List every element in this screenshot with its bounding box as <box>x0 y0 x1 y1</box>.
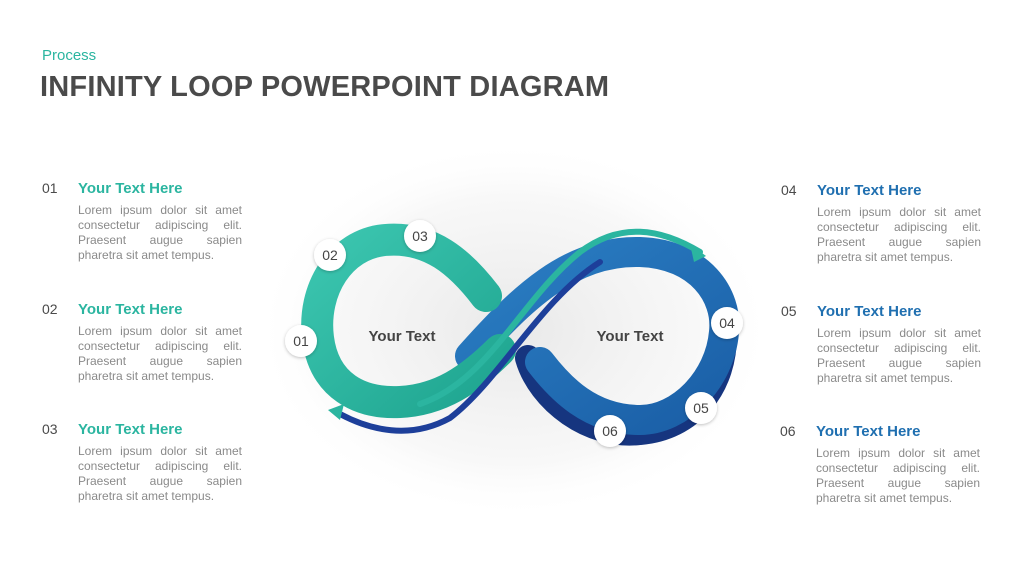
step-number: 06 <box>780 423 796 439</box>
step-description: Lorem ipsum dolor sit amet consectetur a… <box>817 205 981 264</box>
loop-label-right: Your Text <box>597 328 664 345</box>
teal-ribbon-arrow <box>417 228 703 407</box>
step-title: Your Text Here <box>78 180 183 197</box>
marker-label-06: 06 <box>602 423 618 439</box>
step-description: Lorem ipsum dolor sit amet consectetur a… <box>816 446 980 505</box>
teal-arrow-head <box>690 244 706 262</box>
step-title: Your Text Here <box>78 421 183 438</box>
step-description: Lorem ipsum dolor sit amet consectetur a… <box>817 326 981 385</box>
marker-05 <box>685 392 717 424</box>
marker-label-04: 04 <box>719 315 735 331</box>
step-title: Your Text Here <box>817 182 922 199</box>
step-number: 05 <box>781 303 797 319</box>
marker-03 <box>404 220 436 252</box>
step-title: Your Text Here <box>816 423 921 440</box>
step-number: 02 <box>42 301 58 317</box>
step-description: Lorem ipsum dolor sit amet consectetur a… <box>78 444 242 503</box>
step-title: Your Text Here <box>78 301 183 318</box>
marker-label-05: 05 <box>693 400 709 416</box>
marker-04 <box>711 307 743 339</box>
marker-02 <box>314 239 346 271</box>
step-number: 01 <box>42 180 58 196</box>
step-description: Lorem ipsum dolor sit amet consectetur a… <box>78 203 242 262</box>
step-number: 04 <box>781 182 797 198</box>
marker-label-02: 02 <box>322 247 338 263</box>
marker-06 <box>594 415 626 447</box>
step-description: Lorem ipsum dolor sit amet consectetur a… <box>78 324 242 383</box>
blue-ribbon-arrow <box>337 259 603 434</box>
teal-arrow-head-bottom <box>328 404 344 420</box>
marker-label-01: 01 <box>293 333 309 349</box>
loop-label-left: Your Text <box>369 328 436 345</box>
marker-label-03: 03 <box>412 228 428 244</box>
step-number: 03 <box>42 421 58 437</box>
marker-01 <box>285 325 317 357</box>
page-title: INFINITY LOOP POWERPOINT DIAGRAM <box>40 71 610 103</box>
step-title: Your Text Here <box>817 303 922 320</box>
section-label: Process <box>42 47 97 64</box>
